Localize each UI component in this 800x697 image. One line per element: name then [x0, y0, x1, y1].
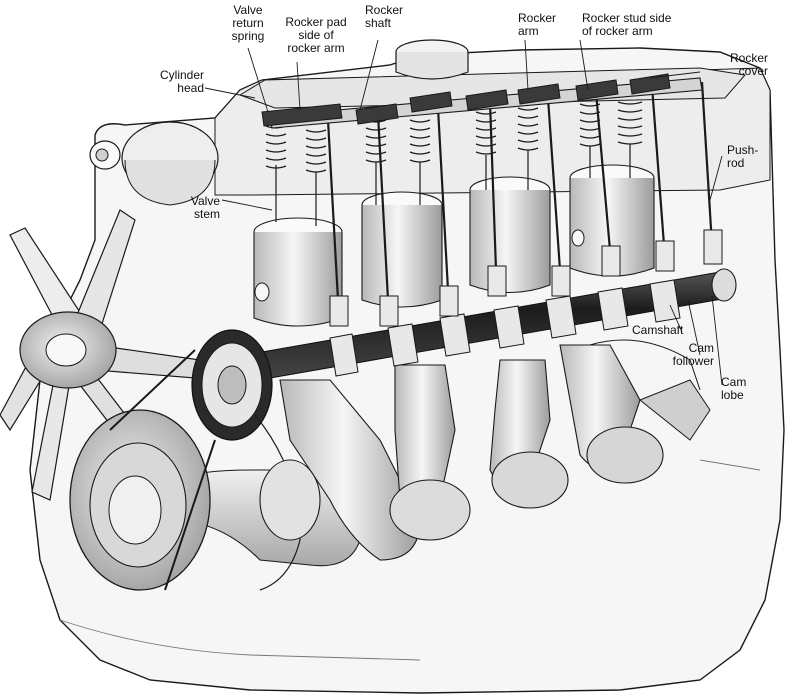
label-valve-return-spring: Valve return spring — [231, 3, 265, 43]
leader-lines — [204, 39, 723, 386]
label-rocker-cover: Rocker cover — [729, 51, 768, 78]
camshaft — [261, 268, 737, 379]
piston-3 — [469, 176, 551, 294]
valve-train — [265, 81, 723, 327]
piston-1 — [253, 217, 343, 327]
cam-followers — [329, 229, 723, 327]
label-valve-stem: Valve stem — [190, 194, 220, 221]
label-push-rod: Push- rod — [727, 143, 759, 170]
label-camshaft: Camshaft — [632, 323, 684, 337]
label-cam-lobe: Cam lobe — [721, 375, 747, 402]
label-cam-follower: Cam follower — [672, 341, 714, 368]
pushrods — [326, 81, 714, 301]
label-rocker-stud-side: Rocker stud side of rocker arm — [582, 11, 672, 38]
label-cylinder-head: Cylinder head — [159, 68, 204, 95]
pulleys — [69, 329, 321, 591]
valve-stems — [275, 144, 631, 226]
piston-2 — [361, 191, 443, 308]
label-rocker-shaft: Rocker shaft — [365, 3, 404, 30]
label-rocker-pad-side: Rocker pad side of rocker arm — [285, 15, 347, 55]
piston-4 — [569, 164, 655, 277]
label-rocker-arm: Rocker arm — [518, 11, 557, 38]
rocker-assembly — [261, 73, 703, 129]
